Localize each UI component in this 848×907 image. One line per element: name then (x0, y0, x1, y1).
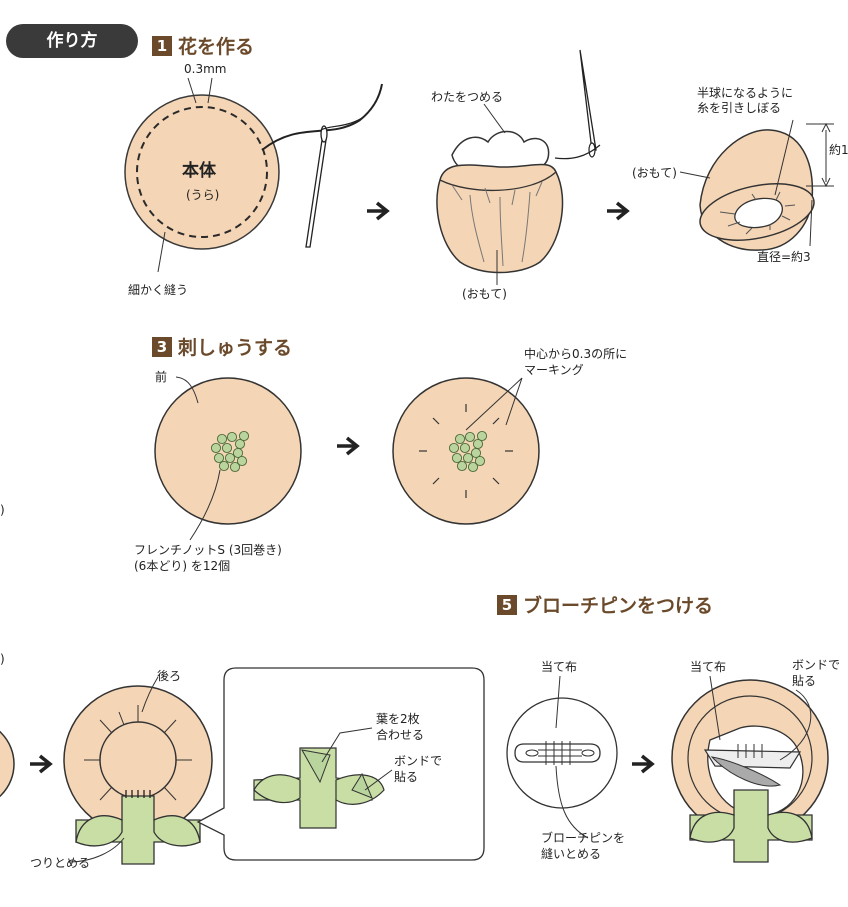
how-to-badge: 作り方 (6, 24, 138, 58)
label-bond-1a: ボンドで (394, 754, 443, 768)
backing-circle (506, 697, 618, 809)
label-tack: つりとめる (30, 856, 91, 870)
label-omote-hemi: (おもて) (632, 166, 677, 180)
needle-icon (554, 49, 601, 160)
back-flower (63, 685, 213, 865)
label-pin-2: 縫いとめる (541, 847, 602, 861)
label-leaf-1: 葉を2枚 (376, 712, 420, 726)
label-front: 前 (155, 370, 168, 384)
label-bond-1b: 貼る (394, 770, 419, 784)
arrow-right-icon (365, 201, 389, 221)
label-hemisphere-2: 糸を引きしぼる (697, 101, 782, 115)
label-pin-1: ブローチピンを (541, 831, 626, 845)
label-body: 本体 (182, 161, 216, 181)
label-body-ura: (うら) (186, 188, 220, 202)
label-french-knot-1: フレンチノットS (3回巻き) (134, 543, 282, 557)
finished-brooch (671, 679, 829, 863)
label-hemisphere-1: 半球になるように (697, 86, 794, 100)
label-stuff-cotton: わたをつめる (431, 90, 504, 104)
label-french-knot-2: (6本どり) を12個 (134, 559, 231, 573)
label-cut-paren-1: ) (0, 503, 5, 517)
label-bond-2b: 貼る (792, 674, 817, 688)
label-diameter: 直径=約3 (757, 250, 811, 264)
label-height: 約1 (829, 143, 848, 157)
label-omote-pouch: (おもて) (462, 287, 507, 301)
needle-icon (261, 83, 383, 248)
label-backing-1: 当て布 (541, 660, 578, 674)
french-knots (210, 430, 250, 473)
label-marking-1: 中心から0.3の所に (524, 347, 628, 361)
label-cut-paren-2: ) (0, 652, 5, 666)
leaf-callout (196, 667, 485, 861)
label-sew-fine: 細かく縫う (128, 283, 189, 297)
hemisphere (699, 129, 815, 251)
label-leaf-2: 合わせる (376, 728, 425, 742)
label-thickness: 0.3mm (184, 62, 227, 76)
arrow-right-icon (335, 436, 359, 456)
stuffed-pouch (436, 130, 564, 274)
arrow-right-icon (28, 754, 52, 774)
label-backing-2: 当て布 (690, 660, 727, 674)
label-bond-2a: ボンドで (792, 658, 841, 672)
arrow-right-icon (605, 201, 629, 221)
label-marking-2: マーキング (524, 363, 584, 377)
label-back: 後ろ (157, 669, 182, 683)
body-circle-ura (124, 94, 280, 250)
french-knots (448, 430, 488, 473)
arrow-right-icon (630, 754, 654, 774)
